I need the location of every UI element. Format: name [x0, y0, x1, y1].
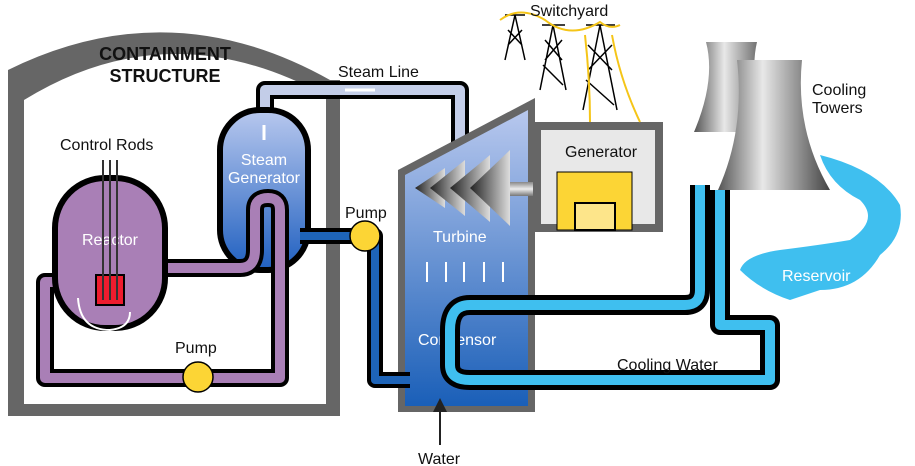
- control-rods-label: Control Rods: [60, 137, 153, 154]
- steam-generator-label-1: Steam: [241, 152, 287, 169]
- reservoir: [740, 155, 901, 300]
- generator-label: Generator: [565, 144, 638, 161]
- condensation-arrows: [426, 262, 504, 282]
- power-lines: [499, 11, 641, 123]
- primary-pump: [182, 361, 214, 393]
- containment-label-2: STRUCTURE: [110, 66, 221, 86]
- turbine-blades: [415, 150, 510, 226]
- containment-label-1: CONTAINMENT: [99, 44, 231, 64]
- switchyard-label: Switchyard: [530, 3, 608, 20]
- steam-generator-label-2: Generator: [228, 170, 301, 187]
- secondary-pump-label: Pump: [345, 205, 387, 222]
- coolant-flow-arrow: [77, 297, 131, 332]
- steam-line-label: Steam Line: [338, 64, 419, 81]
- primary-pump-label: Pump: [175, 340, 217, 357]
- cooling-water-label: Cooling Water: [617, 357, 718, 374]
- cooling-towers-label-1: Cooling: [812, 82, 866, 99]
- secondary-pump: [349, 220, 381, 252]
- containment-structure: [8, 32, 340, 417]
- cooling-towers-label-2: Towers: [812, 100, 863, 117]
- feedwater-loop: [300, 228, 410, 388]
- reservoir-label: Reservoir: [782, 268, 851, 285]
- cooling-tower-front: [718, 60, 830, 190]
- water-label: Water: [418, 451, 461, 466]
- control-rods: [102, 160, 118, 300]
- cooling-towers: [694, 42, 830, 190]
- turbine-label: Turbine: [433, 229, 487, 246]
